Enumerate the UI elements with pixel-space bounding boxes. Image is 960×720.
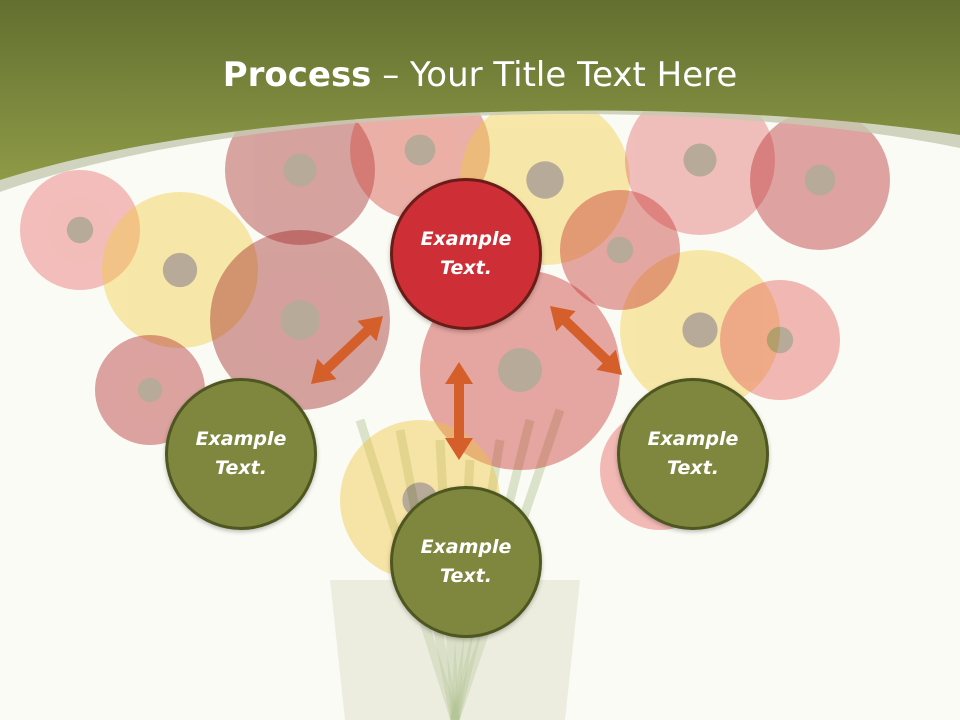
header-band (0, 0, 960, 180)
flower-head (225, 95, 375, 245)
node-bottom: Example Text. (390, 486, 542, 638)
arrow-top-bottom (445, 362, 473, 460)
node-top-text: Example Text. (420, 228, 512, 279)
node-right-text: Example Text. (647, 428, 739, 479)
node-left-text: Example Text. (195, 428, 287, 479)
node-left: Example Text. (165, 378, 317, 530)
arrow-top-left (311, 316, 383, 384)
arrow-top-right (550, 306, 622, 375)
node-bottom-text: Example Text. (420, 536, 512, 587)
flower-head (20, 170, 140, 290)
title-bold: Process (222, 55, 372, 95)
flower-head (210, 230, 390, 410)
node-right: Example Text. (617, 378, 769, 530)
flower-head (720, 280, 840, 400)
flower-head (102, 192, 258, 348)
flower-head (560, 190, 680, 310)
flower-head (750, 110, 890, 250)
slide-title: Process – Your Title Text Here (0, 50, 960, 100)
connector-arrows (311, 306, 622, 460)
node-top: Example Text. (390, 178, 542, 330)
title-rest: – Your Title Text Here (371, 55, 738, 95)
flower-head (625, 85, 775, 235)
flower-head (620, 250, 780, 410)
